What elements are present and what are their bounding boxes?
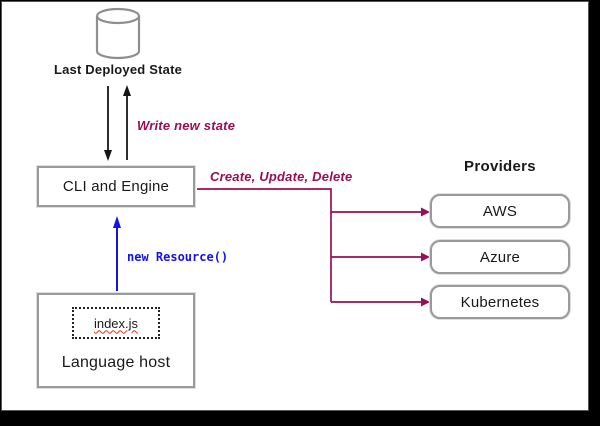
providers-heading: Providers [464, 158, 536, 175]
cli-engine-box: CLI and Engine [37, 166, 195, 207]
write-state-arrow [123, 85, 131, 160]
index-js-label: index.js [93, 315, 139, 331]
provider-label: AWS [482, 202, 518, 220]
provider-box-kubernetes: Kubernetes [430, 285, 570, 319]
provider-label: Kubernetes [460, 293, 540, 311]
cli-engine-label: CLI and Engine [62, 178, 170, 195]
read-state-arrow [104, 86, 112, 161]
provider-box-azure: Azure [430, 240, 570, 274]
language-host-label: Language host [61, 354, 171, 371]
database-icon [95, 7, 141, 60]
language-host-box: index.js Language host [37, 293, 195, 388]
state-store-label: Last Deployed State [53, 62, 183, 77]
index-js-file-box: index.js [72, 307, 160, 339]
provider-label: Azure [479, 248, 521, 266]
crud-connector [197, 188, 430, 307]
new-resource-arrow [113, 216, 121, 291]
new-resource-label: new Resource() [127, 250, 229, 264]
provider-box-aws: AWS [430, 194, 570, 228]
write-state-label: Write new state [137, 118, 236, 133]
crud-label: Create, Update, Delete [210, 169, 353, 184]
